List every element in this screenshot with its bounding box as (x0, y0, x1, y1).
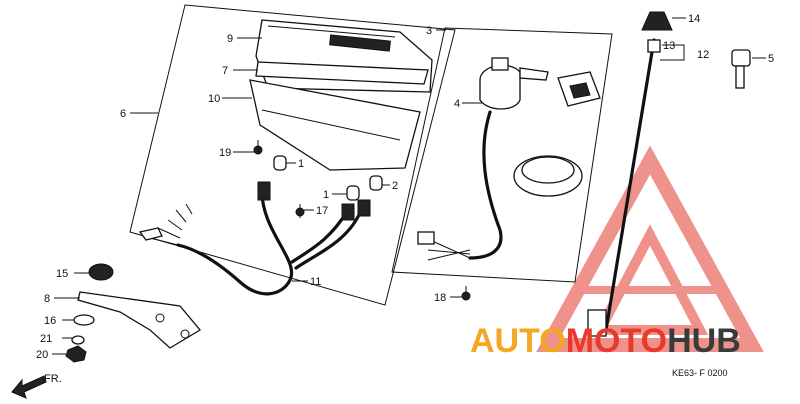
switch-cover (557, 71, 601, 107)
callout-8: 8 (44, 293, 50, 305)
washer-16 (73, 314, 95, 326)
rubber-cap-14 (641, 11, 673, 31)
callout-14: 14 (688, 13, 700, 25)
callout-20: 20 (36, 349, 48, 361)
meter-wire-harness (138, 181, 371, 296)
callout-10: 10 (208, 93, 220, 105)
front-direction-arrow (11, 375, 47, 399)
watermark-text: AUTOMOTOHUB (470, 322, 741, 360)
callout-17: 17 (316, 205, 328, 217)
speedometer-cable (587, 38, 661, 337)
meter-assembly-frame (129, 4, 456, 306)
callout-18: 18 (434, 292, 446, 304)
callout-13: 13 (663, 40, 675, 52)
collar-21 (71, 335, 85, 345)
callout-4: 4 (454, 98, 460, 110)
callout-5: 5 (768, 53, 774, 65)
callout-1-lower: 1 (323, 189, 329, 201)
bulb-2 (369, 175, 383, 191)
callout-1-upper: 1 (298, 158, 304, 170)
callout-11: 11 (310, 276, 321, 288)
ignition-switch-frame (391, 27, 613, 283)
callout-6: 6 (120, 108, 126, 120)
callout-7: 7 (222, 65, 228, 77)
callout-12: 12 (697, 49, 709, 61)
callout-19: 19 (219, 147, 231, 159)
callout-9: 9 (227, 33, 233, 45)
key-5 (731, 49, 751, 89)
meter-case (249, 19, 433, 171)
callout-21: 21 (40, 333, 52, 345)
screw-19 (253, 140, 263, 155)
ignition-nut (513, 155, 583, 197)
callout-16: 16 (44, 315, 56, 327)
watermark-hub: HUB (667, 322, 741, 360)
front-marker-label: FR. (44, 373, 62, 385)
meter-bracket (77, 291, 201, 349)
grommet-15 (88, 263, 114, 281)
watermark-moto: MOTO (566, 322, 667, 360)
bulb-1-lower (346, 185, 360, 201)
diagram-code: KE63- F 0200 (672, 368, 728, 378)
callout-2: 2 (392, 180, 398, 192)
leader-lines (52, 17, 766, 355)
screw-18 (461, 286, 471, 301)
callout-3: 3 (426, 25, 432, 37)
nut-20 (65, 345, 87, 363)
callout-15: 15 (56, 268, 68, 280)
watermark-auto: AUTO (470, 322, 566, 360)
watermark-logo (536, 145, 764, 352)
bulb-1-upper (273, 155, 287, 171)
ignition-switch (417, 57, 549, 261)
screw-17 (295, 204, 305, 218)
